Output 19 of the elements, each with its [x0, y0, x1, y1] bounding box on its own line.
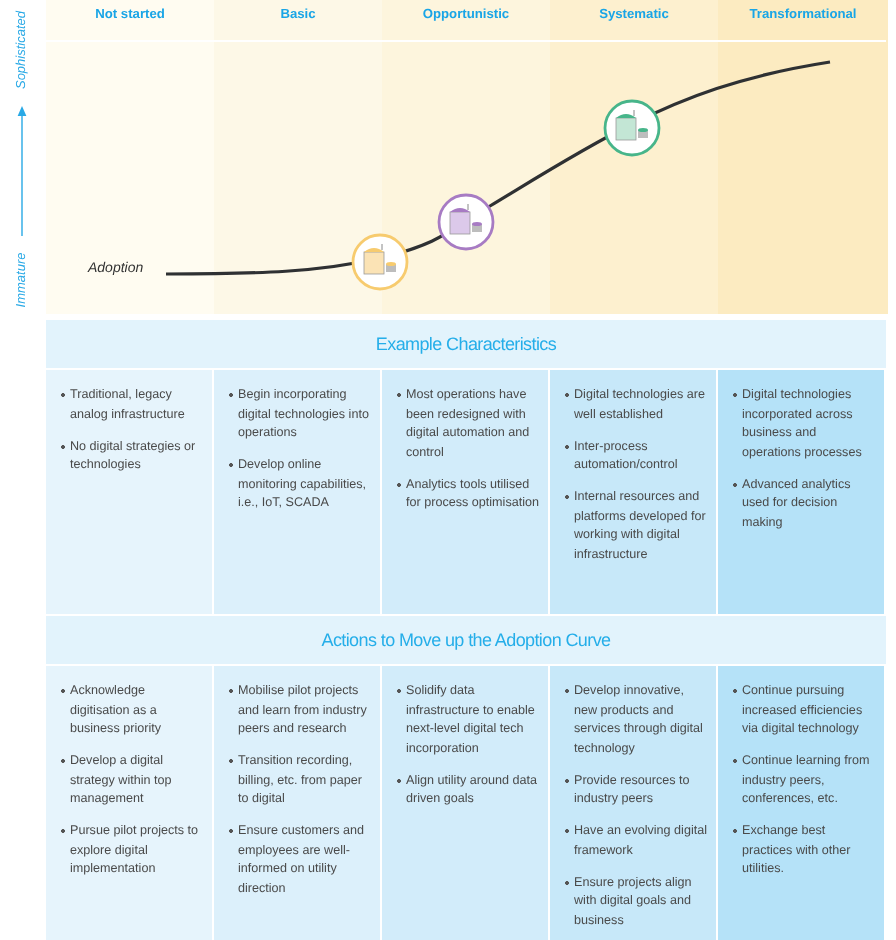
table-cell [382, 370, 548, 614]
table-cell [718, 370, 884, 614]
stage-column [214, 0, 382, 314]
section-band [46, 616, 886, 664]
stage-column [550, 0, 718, 314]
stage-column [718, 0, 888, 314]
table-cell [382, 666, 548, 940]
table-cell [214, 370, 380, 614]
section-band [46, 320, 886, 368]
section-title: Actions to Move up the Adoption Curve [321, 630, 611, 650]
table-cell [550, 370, 716, 614]
table-cell [550, 666, 716, 940]
table-cell [718, 666, 884, 940]
table-cell [46, 370, 212, 614]
stage-column [382, 0, 550, 314]
section-title: Example Characteristics [375, 334, 557, 354]
stage-column [46, 0, 214, 314]
table-cell [214, 666, 380, 940]
table-cell [46, 666, 212, 940]
